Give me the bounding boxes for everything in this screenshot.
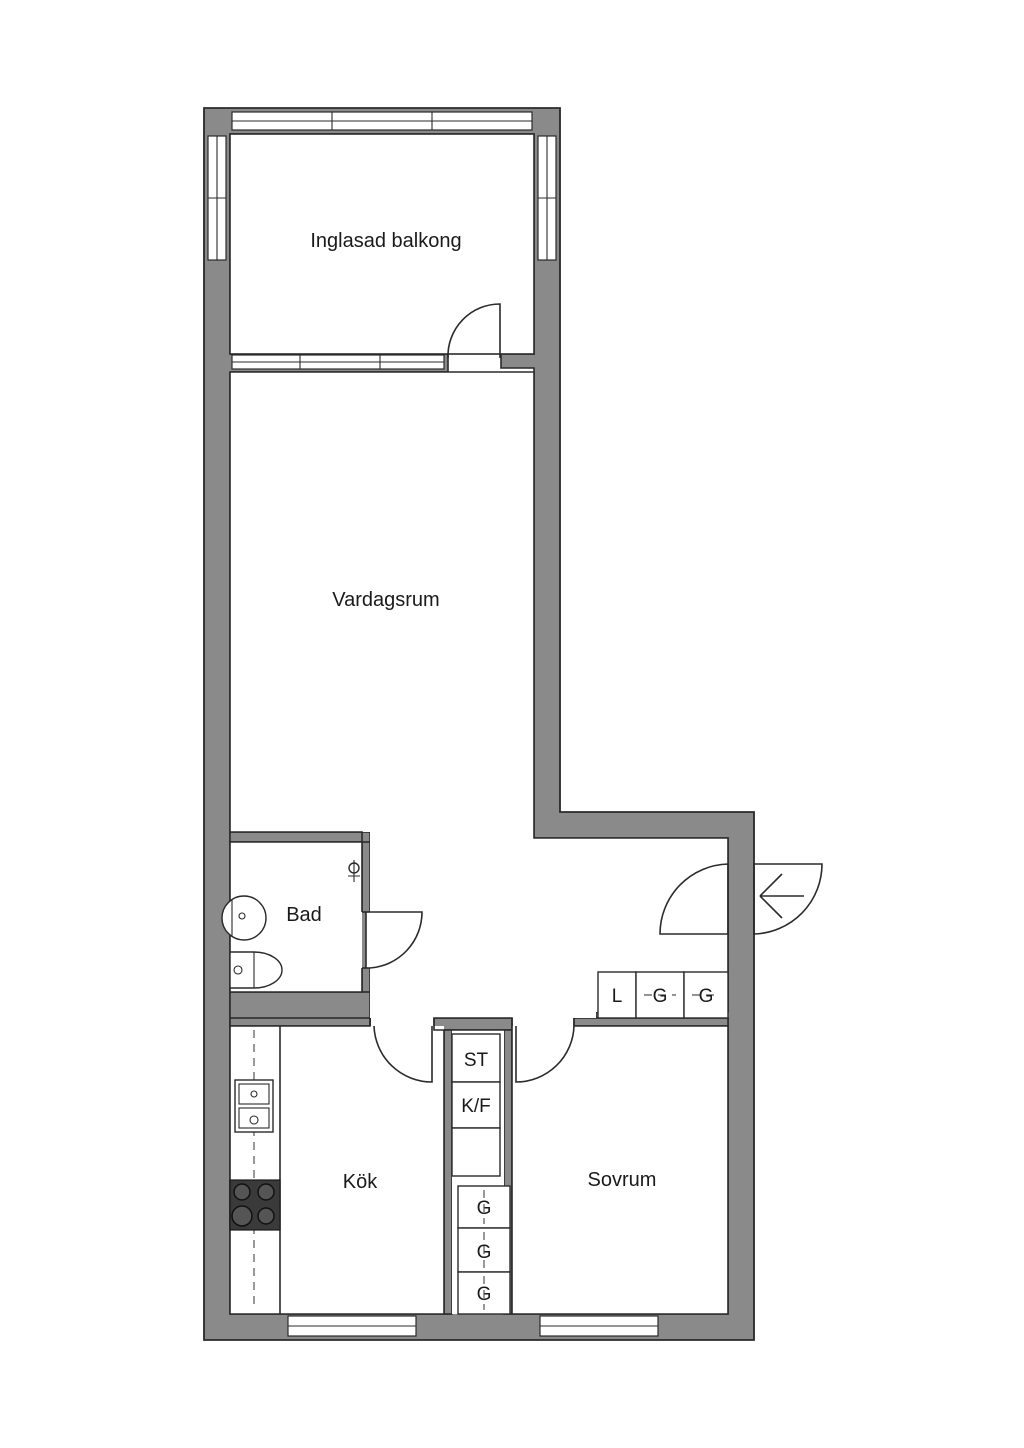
room-label-bedroom: Sovrum xyxy=(588,1169,657,1191)
cabinet-kf xyxy=(451,1081,501,1129)
cabinet-l xyxy=(597,971,637,1019)
cabinet-label-bed-g3: G xyxy=(477,1284,492,1305)
wall-closet-divider xyxy=(443,1029,453,1315)
toilet-icon xyxy=(229,951,283,989)
room-label-kitchen: Kök xyxy=(343,1171,378,1193)
door-bedroom[interactable] xyxy=(515,1025,575,1083)
room-label-bath: Bad xyxy=(286,904,322,926)
wall-bedroom-top xyxy=(573,1017,729,1027)
cabinet-label-bed-g2: G xyxy=(477,1242,492,1263)
room-label-living: Vardagsrum xyxy=(332,589,439,611)
wall-kitchen-top-right xyxy=(433,1017,513,1031)
shower-icon xyxy=(348,860,360,882)
wall-bath-right xyxy=(361,831,371,913)
door-bath[interactable] xyxy=(369,911,423,969)
room-label-balcony: Inglasad balkong xyxy=(310,230,461,252)
cabinet-empty xyxy=(451,1127,501,1177)
door-entrance-left[interactable] xyxy=(659,863,729,935)
wall-living-kitchen xyxy=(229,1017,371,1027)
cabinet-label-g1: G xyxy=(653,986,668,1007)
door-entrance-right[interactable] xyxy=(753,863,823,935)
entrance-arrow-icon xyxy=(759,873,804,919)
cabinet-label-bed-g1: G xyxy=(477,1198,492,1219)
balcony-floor xyxy=(230,134,534,354)
cabinet-label-st: ST xyxy=(464,1050,489,1071)
door-balcony[interactable] xyxy=(447,303,501,359)
cabinet-st xyxy=(451,1033,501,1083)
kitchen-floor xyxy=(230,1026,444,1314)
cabinet-label-g2: G xyxy=(699,986,714,1007)
bedroom-floor xyxy=(512,1026,728,1314)
wall-bath-top xyxy=(229,831,371,843)
kitchen-sink-icon xyxy=(234,1079,274,1133)
living-floor xyxy=(230,372,728,1018)
door-kitchen[interactable] xyxy=(373,1025,433,1083)
cabinet-label-l: L xyxy=(612,986,623,1007)
cabinet-label-kf: K/F xyxy=(461,1096,491,1117)
